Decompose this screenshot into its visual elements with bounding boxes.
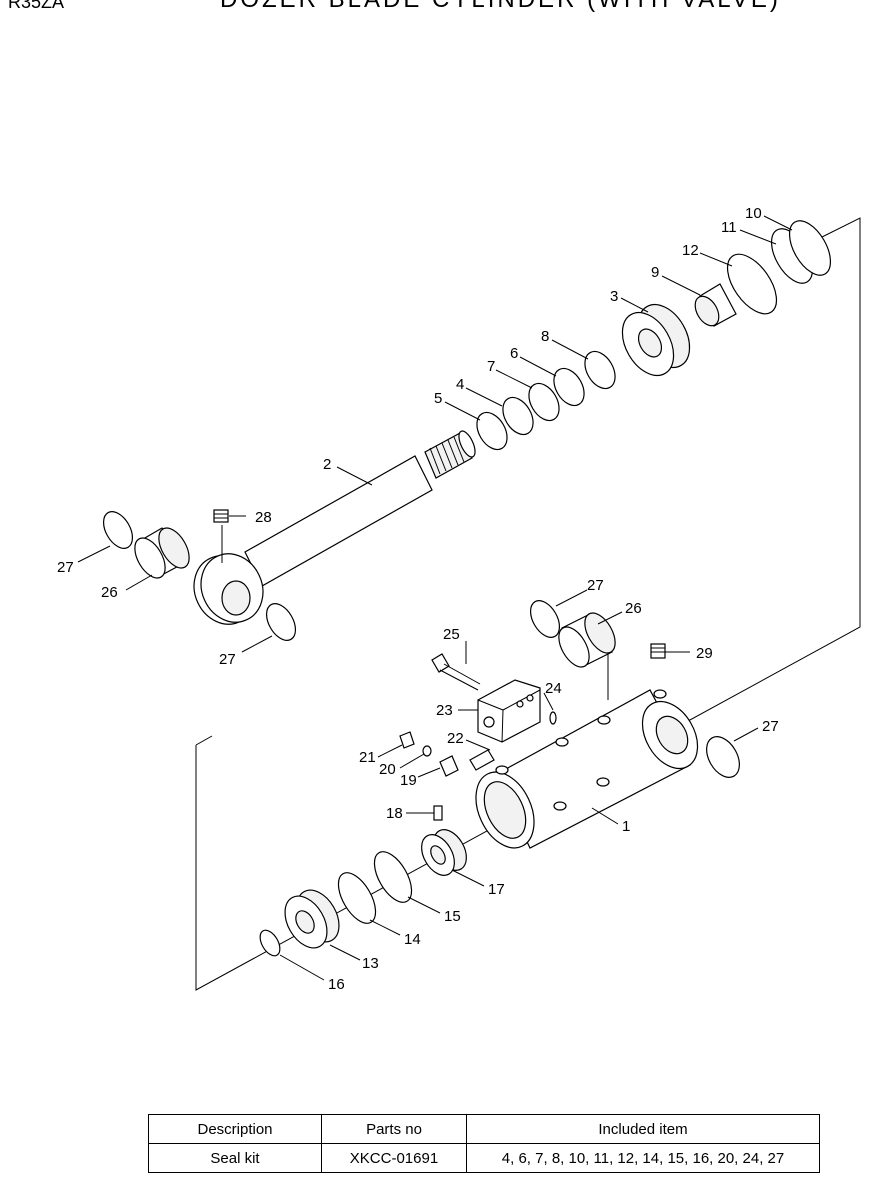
label-part-28: 28: [255, 509, 272, 526]
bolt-25: [431, 653, 481, 691]
grease-nipple-29: [650, 643, 666, 659]
label-part-23: 23: [436, 702, 453, 719]
valve-block-23: [477, 679, 541, 743]
o-ring-16: [259, 929, 281, 957]
cell-included-items: 4, 6, 7, 8, 10, 11, 12, 14, 15, 16, 20, …: [466, 1143, 820, 1173]
col-header-included-item: Included item: [466, 1114, 820, 1144]
label-part-10: 10: [745, 205, 762, 222]
seal-5: [476, 411, 508, 451]
piston-seal-15: [373, 851, 413, 903]
o-ring-20: [422, 745, 432, 757]
dust-seal-27-d: [706, 736, 740, 778]
bushing-26-rod: [134, 527, 190, 579]
frame-outline: [195, 217, 861, 991]
seal-7: [528, 382, 560, 422]
col-header-description: Description: [148, 1114, 322, 1144]
o-ring-10: [788, 220, 832, 276]
label-part-27-a: 27: [57, 559, 74, 576]
gland-3: [621, 303, 691, 377]
cylinder-tube-1: [475, 689, 699, 849]
label-part-3: 3: [610, 288, 618, 305]
label-part-11: 11: [721, 219, 737, 236]
label-part-21: 21: [359, 749, 376, 766]
label-part-7: 7: [487, 358, 495, 375]
bushing-9: [694, 283, 737, 327]
label-part-12: 12: [682, 242, 699, 259]
dust-seal-27-b: [265, 603, 297, 641]
cell-parts-no: XKCC-01691: [321, 1143, 467, 1173]
piston-rod: [193, 430, 476, 625]
dust-seal-27-a: [102, 511, 134, 549]
label-part-22: 22: [447, 730, 464, 747]
frame-top-edge: [195, 735, 213, 746]
label-part-13: 13: [362, 955, 379, 972]
plug-21: [399, 731, 415, 749]
wear-ring-14: [337, 872, 377, 924]
label-part-26-a: 26: [101, 584, 118, 601]
dust-seal-27-c: [529, 600, 561, 638]
col-header-parts-no: Parts no: [321, 1114, 467, 1144]
label-part-2: 2: [323, 456, 331, 473]
set-screw-18: [433, 805, 443, 821]
label-part-16: 16: [328, 976, 345, 993]
seal-6: [553, 367, 585, 407]
label-part-25: 25: [443, 626, 460, 643]
label-part-29: 29: [696, 645, 713, 662]
label-part-19: 19: [400, 772, 417, 789]
diagram-title: DOZER BLADE CYLINDER (WITH VALVE): [220, 0, 781, 13]
label-part-27-d: 27: [762, 718, 779, 735]
label-part-17: 17: [488, 881, 505, 898]
label-part-14: 14: [404, 931, 421, 948]
o-ring-12: [726, 253, 778, 315]
cell-description: Seal kit: [148, 1143, 322, 1173]
label-part-5: 5: [434, 390, 442, 407]
seal-4: [502, 396, 534, 436]
seal-kit-table: Description Parts no Included item Seal …: [148, 1114, 820, 1173]
bushing-26-tube: [558, 612, 616, 668]
model-code: R35ZA: [8, 0, 65, 12]
label-part-8: 8: [541, 328, 549, 345]
label-part-27-c: 27: [587, 577, 604, 594]
connector-19: [439, 755, 459, 777]
leader-lines: [77, 215, 793, 981]
table-row: Seal kit XKCC-01691 4, 6, 7, 8, 10, 11, …: [148, 1143, 820, 1173]
label-part-18: 18: [386, 805, 403, 822]
table-header-row: Description Parts no Included item: [148, 1114, 820, 1144]
label-part-15: 15: [444, 908, 461, 925]
label-part-6: 6: [510, 345, 518, 362]
label-part-20: 20: [379, 761, 396, 778]
label-part-26-b: 26: [625, 600, 642, 617]
label-part-9: 9: [651, 264, 659, 281]
stop-ring-17: [421, 829, 467, 876]
piston-13: [284, 889, 340, 949]
seal-8: [584, 350, 616, 390]
o-ring-24: [549, 711, 557, 725]
label-part-4: 4: [456, 376, 464, 393]
fitting-22: [469, 749, 495, 771]
label-part-24: 24: [545, 680, 562, 697]
grease-nipple-28: [213, 509, 229, 523]
label-part-27-b: 27: [219, 651, 236, 668]
label-part-1: 1: [622, 818, 630, 835]
